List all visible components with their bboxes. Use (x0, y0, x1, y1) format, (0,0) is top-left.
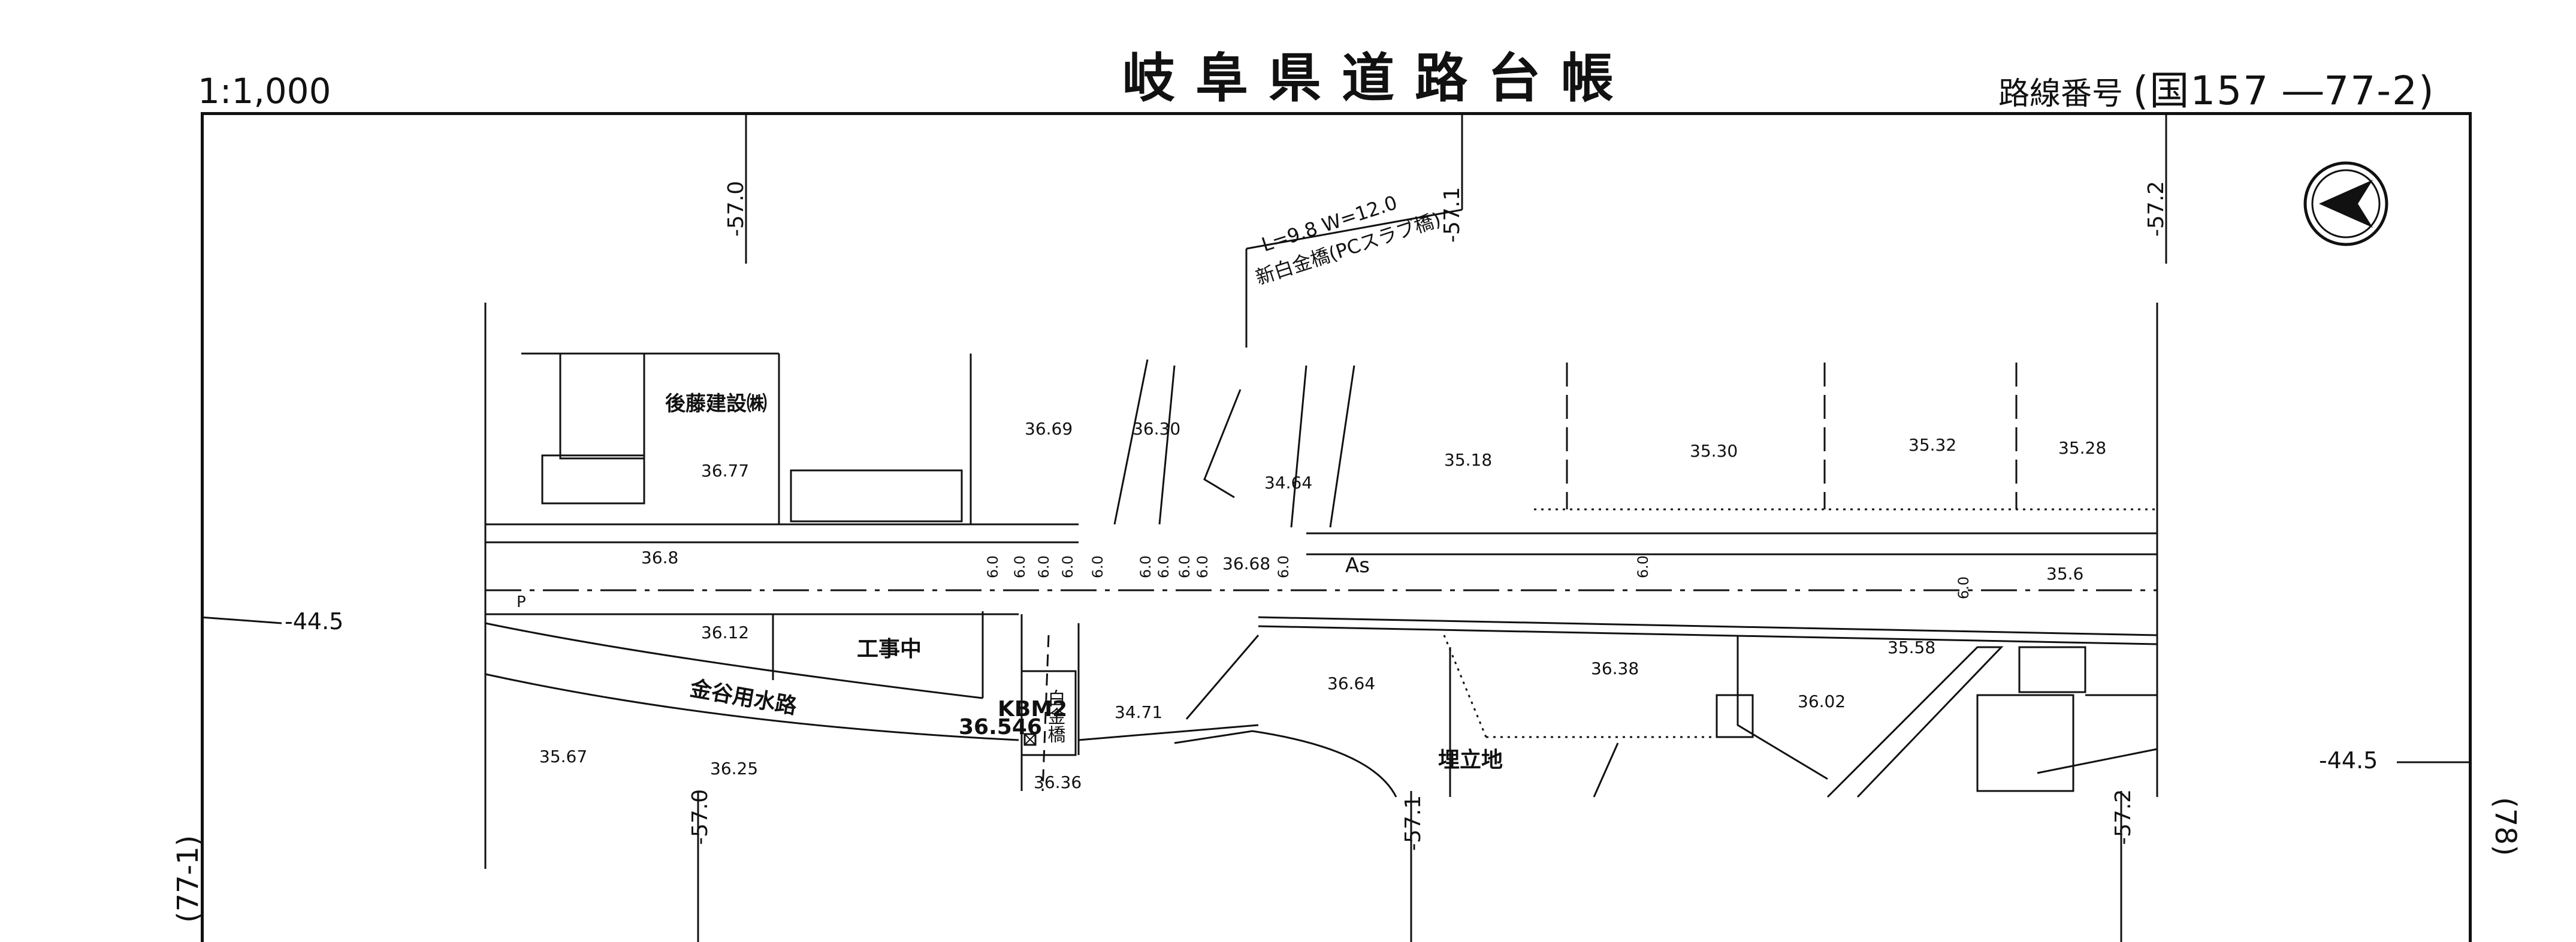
elevation-label: 35.18 (1444, 450, 1492, 470)
grid-label-y-right: -44.5 (2319, 747, 2378, 774)
elevation-label: 36.69 (1025, 419, 1073, 439)
width-mark: 6.0 (1955, 576, 1972, 599)
elevation-label: 36.8 (641, 548, 678, 567)
map-scale: 1:1,000 (198, 71, 331, 111)
grid-label-x-top-2: -57.1 (1440, 187, 1464, 243)
bridge-vertical-name: 白金橋 (1044, 689, 1066, 743)
benchmark-icon (1023, 733, 1037, 746)
grid-label-x-bottom-3: -57.2 (2111, 789, 2136, 845)
elevation-label: 36.64 (1327, 674, 1375, 693)
width-mark: 6.0 (985, 555, 1001, 578)
grid-label-x-top-1: -57.0 (724, 181, 748, 237)
construction-label: 工事中 (857, 637, 922, 662)
elevation-label: 35.58 (1888, 638, 1935, 657)
elevation-label: 36.68 (1222, 554, 1270, 573)
elevation-label: 35.28 (2058, 438, 2106, 458)
p-label: P (517, 593, 526, 611)
sheet-ref-right: (78) (2489, 797, 2522, 856)
elevation-label: 36.36 (1034, 772, 1082, 792)
map-frame (201, 112, 2472, 942)
grid-line-44-5-left (200, 616, 282, 624)
width-mark: 6.0 (1137, 555, 1154, 578)
width-mark: 6.0 (1275, 555, 1292, 578)
elevation-label: 34.71 (1115, 702, 1162, 722)
width-mark: 6.0 (1035, 555, 1052, 578)
elevation-label: 35.32 (1908, 435, 1956, 455)
width-mark: 6.0 (1059, 555, 1076, 578)
route-label: 路線番号 (1998, 76, 2124, 112)
elevation-label: 36.25 (710, 759, 758, 778)
elevation-label: 36.30 (1133, 419, 1180, 439)
sheet-ref-left: (77-1) (171, 835, 205, 923)
surface-label: As (1345, 554, 1370, 578)
north-arrow-icon (2303, 161, 2388, 246)
elevation-label: 36.12 (701, 623, 749, 642)
width-mark: 6.0 (1635, 555, 1651, 578)
map-title: 岐阜県道路台帳 (1122, 47, 1634, 109)
grid-label-x-bottom-1: -57.0 (688, 789, 712, 845)
route-value: (国157 ―77-2) (2133, 68, 2435, 114)
grid-label-x-top-3: -57.2 (2144, 181, 2169, 237)
reclaimed-label: 埋立地 (1438, 748, 1503, 772)
elevation-label: 35.6 (2046, 564, 2083, 584)
elevation-label: 35.30 (1690, 441, 1738, 461)
elevation-label: 34.64 (1264, 473, 1312, 493)
route-number: 路線番号 (国157 ―77-2) (1998, 59, 2435, 116)
width-mark: 6.0 (1011, 555, 1028, 578)
grid-label-x-bottom-2: -57.1 (1401, 795, 1426, 851)
width-mark: 6.0 (1155, 555, 1172, 578)
width-mark: 6.0 (1089, 555, 1106, 578)
benchmark-elevation: 36.546 (959, 715, 1042, 739)
elevation-label: 36.77 (701, 461, 749, 481)
company-label: 後藤建設㈱ (665, 392, 767, 416)
elevation-label: 36.02 (1798, 692, 1846, 711)
elevation-label: 36.38 (1591, 659, 1639, 678)
grid-label-y-left: -44.5 (285, 608, 343, 635)
benchmark-label: KBM2 (998, 697, 1067, 721)
elevation-label: 35.67 (539, 747, 587, 766)
width-mark: 6.0 (1194, 555, 1211, 578)
width-mark: 6.0 (1176, 555, 1193, 578)
